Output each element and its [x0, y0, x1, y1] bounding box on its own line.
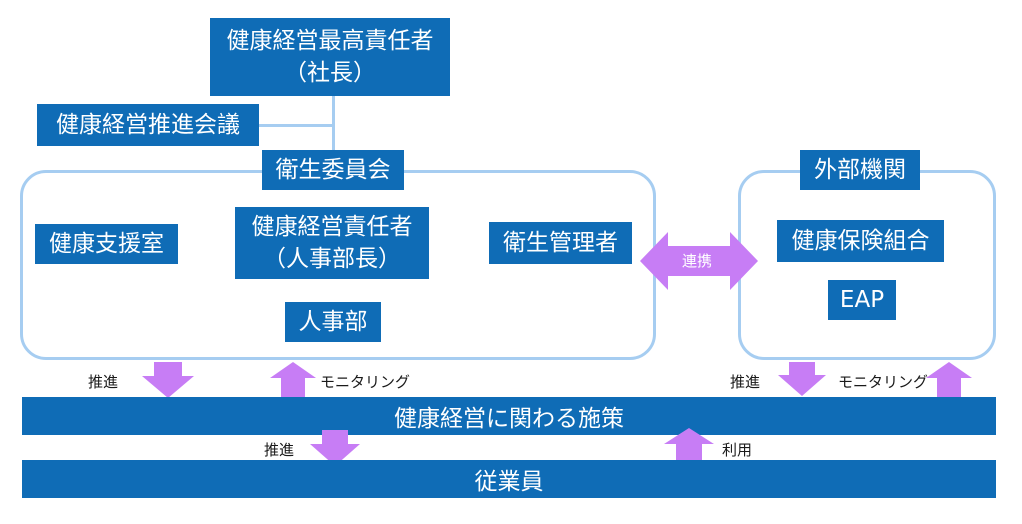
eap-box: EAP	[828, 280, 896, 320]
manager-title: 健康経営責任者	[251, 214, 413, 240]
committee-box: 衛生委員会	[262, 150, 404, 190]
promote-right-label: 推進	[730, 373, 761, 391]
coop-double-arrow	[640, 232, 758, 290]
coop-label: 連携	[682, 252, 713, 270]
support-office-label: 健康支援室	[49, 231, 164, 257]
manager-subtitle: （人事部長）	[263, 246, 401, 272]
measures-label: 健康経営に関わる施策	[394, 406, 624, 432]
promote-left-label: 推進	[88, 373, 119, 391]
committee-label: 衛生委員会	[275, 157, 391, 183]
hygiene-manager-box: 衛生管理者	[489, 222, 632, 264]
promote-bottom-label: 推進	[264, 441, 295, 459]
monitor-right-label: モニタリング	[838, 373, 929, 391]
ceo-subtitle: （社長）	[284, 60, 376, 86]
use-up-arrow	[664, 428, 714, 464]
hr-dept-box: 人事部	[285, 302, 381, 342]
employees-band: 従業員	[22, 460, 996, 498]
ceo-box: 健康経営最高責任者 （社長）	[210, 18, 450, 96]
hr-dept-label: 人事部	[298, 309, 368, 335]
hygiene-manager-label: 衛生管理者	[503, 230, 618, 256]
monitor-left-label: モニタリング	[320, 373, 411, 391]
promote-right-down-arrow	[778, 362, 826, 396]
promote-bottom-down-arrow	[310, 430, 360, 466]
employees-label: 従業員	[474, 469, 544, 495]
health-insurance-box: 健康保険組合	[777, 220, 944, 262]
council-box: 健康経営推進会議	[37, 104, 259, 146]
manager-box: 健康経営責任者 （人事部長）	[235, 207, 429, 279]
support-office-box: 健康支援室	[35, 224, 178, 264]
external-org-frame	[738, 170, 996, 360]
council-label: 健康経営推進会議	[56, 112, 240, 138]
health-insurance-label: 健康保険組合	[791, 228, 930, 254]
external-box: 外部機関	[800, 150, 920, 190]
eap-label: EAP	[839, 287, 885, 313]
council-connector-line	[258, 124, 334, 127]
monitor-left-up-arrow	[270, 362, 316, 398]
promote-left-down-arrow	[142, 362, 194, 398]
monitor-right-up-arrow	[926, 362, 972, 398]
external-label: 外部機関	[814, 157, 906, 183]
ceo-title: 健康経営最高責任者	[226, 28, 434, 54]
use-label: 利用	[722, 441, 753, 459]
measures-band: 健康経営に関わる施策	[22, 397, 996, 435]
